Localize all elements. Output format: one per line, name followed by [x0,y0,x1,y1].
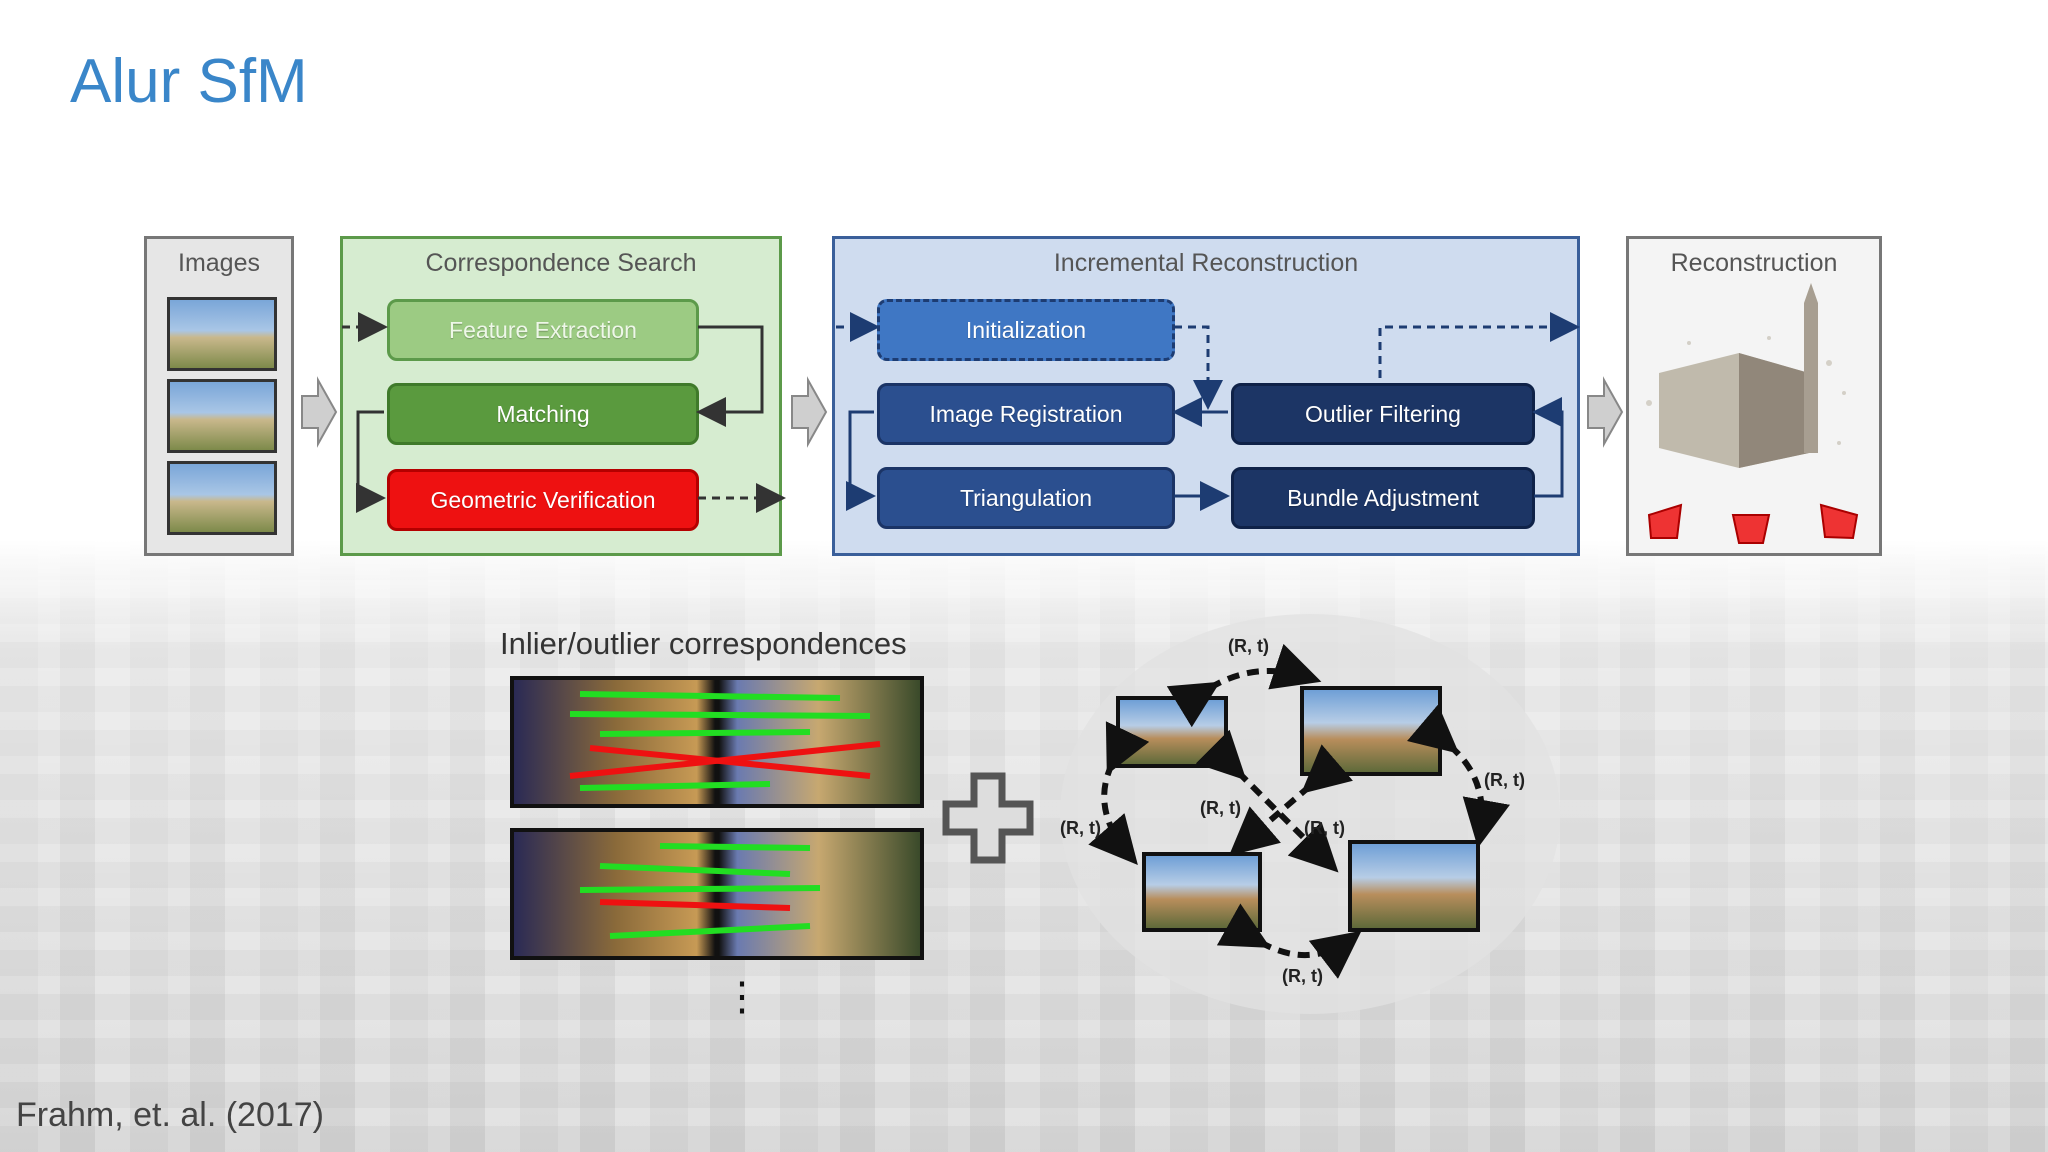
more-pairs-indicator: ⋮ [722,975,762,1019]
slide-title: Alur SfM [70,47,308,116]
triangulation-box: Triangulation [877,467,1175,529]
graph-image-1 [1116,696,1228,768]
pipeline-connectors [301,312,1624,513]
image-pair-2 [510,828,924,960]
input-image-3 [167,461,277,535]
correspondence-search-panel: Correspondence Search Feature Extraction… [340,236,782,556]
stage-arrows [301,376,1624,448]
images-panel: Images [144,236,294,556]
geometric-verification-box: Geometric Verification [387,469,699,531]
feature-extraction-box: Feature Extraction [387,299,699,361]
matching-box: Matching [387,383,699,445]
plus-icon [942,772,1034,864]
incremental-reconstruction-title: Incremental Reconstruction [1053,249,1359,277]
correspondence-search-title: Correspondence Search [425,249,697,277]
correspondences-label: Inlier/outlier correspondences [500,626,907,661]
view-graph-background [1060,614,1560,1014]
camera-frustum-icons [1647,503,1859,544]
initialization-box: Initialization [877,299,1175,361]
edge-label-diag-1: (R, t) [1200,798,1241,818]
reconstruction-panel: Reconstruction [1626,236,1882,556]
point-cloud-illustration [1646,283,1859,544]
input-image-2 [167,379,277,453]
images-panel-title: Images [178,249,260,277]
city-background [0,540,2048,1152]
outlier-filtering-box: Outlier Filtering [1231,383,1535,445]
edge-label-top: (R, t) [1228,636,1269,656]
graph-image-3 [1142,852,1262,932]
edge-label-bottom: (R, t) [1282,966,1323,986]
edge-label-diag-2: (R, t) [1304,818,1345,838]
outlier-lines [569,741,881,911]
image-registration-box: Image Registration [877,383,1175,445]
inlier-lines [569,691,871,939]
correspondence-lines [569,691,881,939]
edge-label-right: (R, t) [1484,770,1525,790]
citation: Frahm, et. al. (2017) [16,1096,325,1134]
reconstruction-title: Reconstruction [1670,249,1838,277]
input-image-1 [167,297,277,371]
bundle-adjustment-box: Bundle Adjustment [1231,467,1535,529]
edge-label-left: (R, t) [1060,818,1101,838]
graph-image-4 [1348,840,1480,932]
graph-image-2 [1300,686,1442,776]
